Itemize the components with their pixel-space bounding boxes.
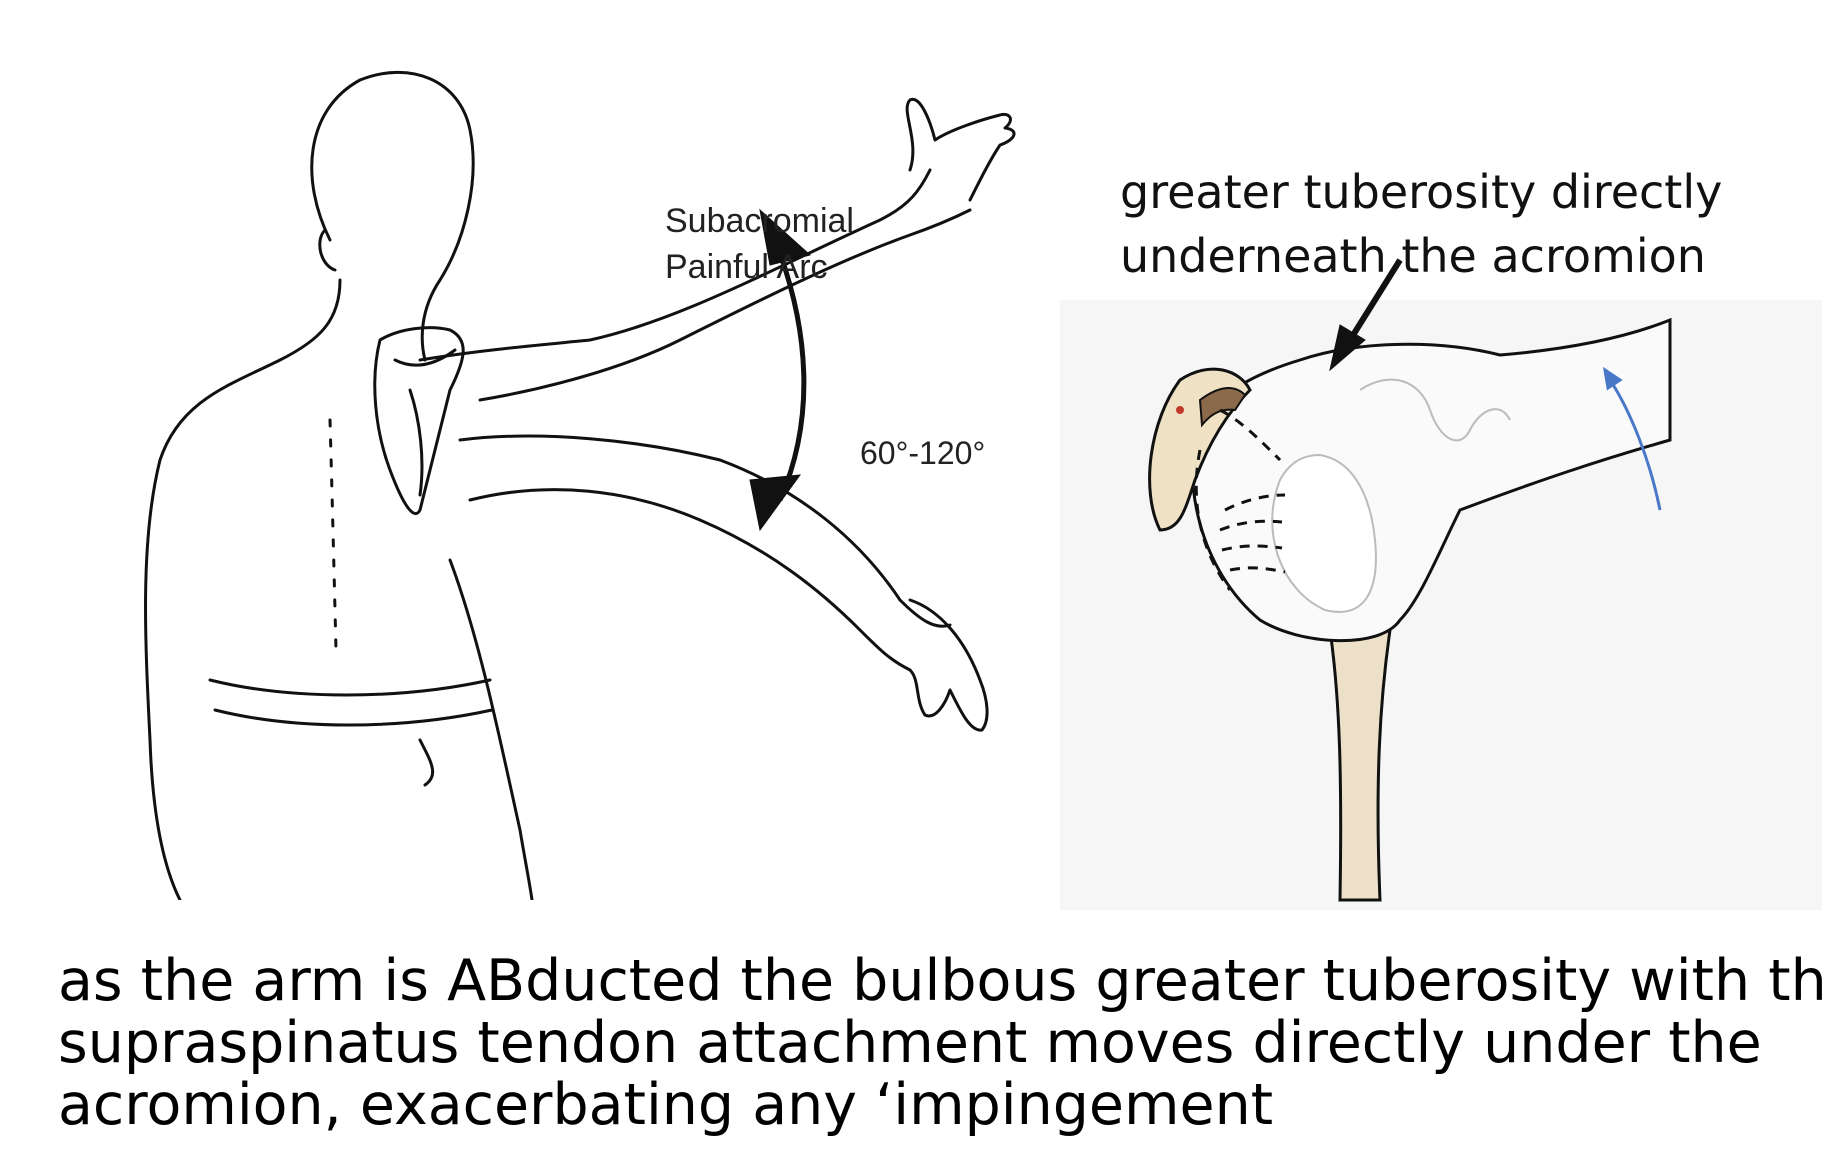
raised-hand [905,97,1016,202]
contact-point [1176,406,1184,414]
painful-arc-label: Subacromial Painful Arc [665,198,854,290]
waistband [208,678,494,727]
raised-arm-upper-edge [418,168,932,362]
arc-label-line1: Subacromial [665,202,854,240]
supraspinatus-tendon [1198,387,1247,428]
lower-arm-lower-edge [468,488,912,672]
tendon-dashes [1194,408,1286,591]
pointer-arrow [1329,258,1403,372]
arc-arrow [749,208,812,532]
head-outline [310,70,475,362]
raised-arm-lower-edge [478,208,972,402]
explanation-caption: as the arm is ABducted the bulbous great… [58,948,1822,1138]
scapula-detail [393,348,457,497]
bone-detail [1359,378,1511,442]
right-torso-outline [448,558,534,900]
callout-line1: greater tuberosity directly [1120,165,1723,219]
rotation-arrow [1602,366,1662,511]
caption-line1: as the arm is ABducted the bulbous great… [58,948,1822,1014]
left-shoulder-outline [144,278,342,900]
arc-label-line2: Painful Arc [665,248,828,286]
abduction-illustration: Subacromial Painful Arc 60°-120° [120,40,1050,900]
spine-line [328,418,338,652]
body-outline-drawing [144,70,1016,900]
caption-line3: acromion, exacerbating any ‘impingement [58,1072,1274,1138]
humerus-shaft [1328,628,1392,902]
greater-tuberosity-callout: greater tuberosity directly underneath t… [1120,160,1722,288]
shoulder-anatomy-drawing [1060,300,1822,910]
shoulder-anatomy-illustration [1060,258,1822,910]
glenoid-inner [1271,453,1377,613]
lower-hand [908,598,989,732]
callout-line2: underneath the acromion [1120,229,1706,283]
caption-line2: supraspinatus tendon attachment moves di… [58,1010,1762,1076]
degree-range-label: 60°-120° [860,435,986,471]
ear-outline [318,228,337,272]
waistband-knot [418,738,435,787]
scapula-outline [373,326,465,516]
